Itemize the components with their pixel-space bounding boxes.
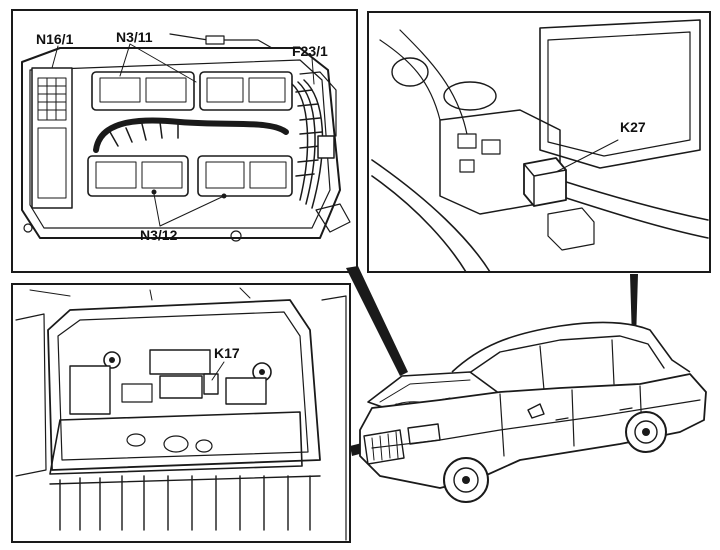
label-n16-1: N16/1 (36, 31, 74, 47)
car-illustration (359, 321, 707, 503)
label-k27: K27 (620, 119, 646, 135)
callout-pointer-top-right (630, 274, 638, 340)
label-n3-12: N3/12 (140, 227, 178, 243)
label-k17: K17 (214, 345, 240, 361)
label-f23-1: F23/1 (292, 43, 328, 59)
callout-pointer-top-left (346, 266, 408, 376)
panel-module-box-k17: K17 (11, 283, 351, 543)
panel-vehicle-overview (346, 266, 707, 503)
panel-relay-k27: K27 (367, 11, 711, 273)
panel-control-units: N16/1 N3/11 F23/1 N3/12 (11, 9, 358, 273)
label-n3-11: N3/11 (116, 29, 153, 45)
